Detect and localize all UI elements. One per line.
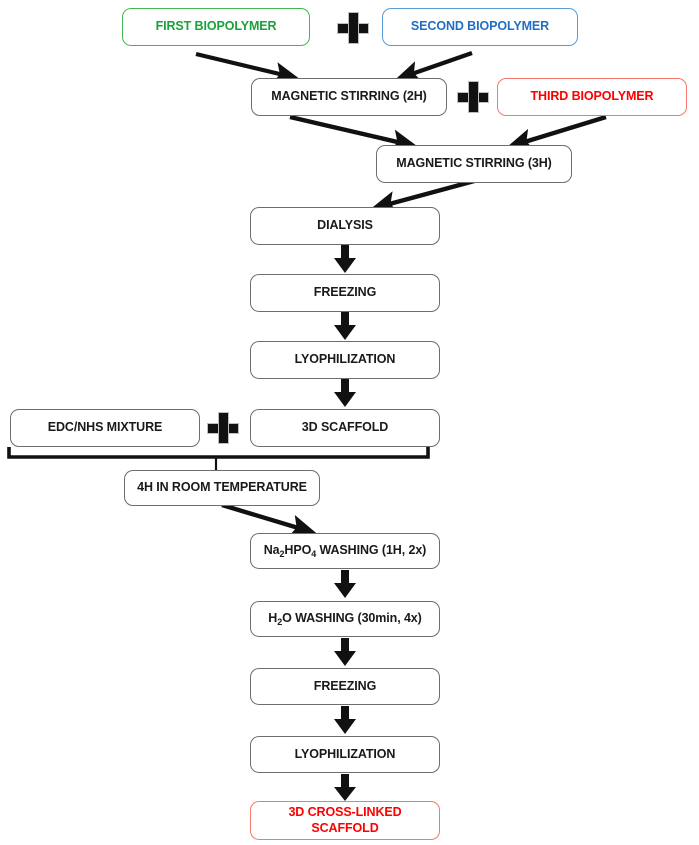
node-dialysis[interactable]: DIALYSIS xyxy=(250,207,440,245)
node-label: 4H IN ROOM TEMPERATURE xyxy=(137,480,307,495)
arrow-roomtemp-to-na2hpo4 xyxy=(221,502,317,537)
node-label: LYOPHILIZATION xyxy=(294,352,396,367)
node-label: Na2HPO4 WASHING (1H, 2x) xyxy=(263,543,427,560)
node-na2hpo4-washing[interactable]: Na2HPO4 WASHING (1H, 2x) xyxy=(250,533,440,569)
bracket-edcnhs-scaffold xyxy=(7,447,430,470)
node-lyophilization-2[interactable]: LYOPHILIZATION xyxy=(250,736,440,773)
node-first-biopolymer[interactable]: FIRST BIOPOLYMER xyxy=(122,8,310,46)
arrow-third-to-stirring3h xyxy=(506,114,607,151)
arrow-stirring3h-to-dialysis xyxy=(370,177,479,214)
arrow-second-to-stirring2h xyxy=(394,51,473,82)
arrow-freezing2-to-lyophilization2 xyxy=(334,706,356,734)
node-edc-nhs-mixture[interactable]: EDC/NHS MIXTURE xyxy=(10,409,200,447)
node-label: LYOPHILIZATION xyxy=(294,746,396,761)
node-label: MAGNETIC STIRRING (3H) xyxy=(396,156,552,171)
node-label: FREEZING xyxy=(313,678,377,693)
node-label: DIALYSIS xyxy=(317,218,373,233)
arrow-h2o-to-freezing xyxy=(334,638,356,666)
arrow-stirring2h-to-stirring3h xyxy=(289,114,418,152)
plus-sign-top xyxy=(337,12,369,44)
node-freezing-1[interactable]: FREEZING xyxy=(250,274,440,312)
node-second-biopolymer[interactable]: SECOND BIOPOLYMER xyxy=(382,8,578,46)
node-label: FREEZING xyxy=(313,285,377,300)
node-label: FIRST BIOPOLYMER xyxy=(155,19,277,34)
node-3d-crosslinked-scaffold[interactable]: 3D CROSS-LINKED SCAFFOLD xyxy=(250,801,440,840)
node-label: EDC/NHS MIXTURE xyxy=(47,420,163,435)
arrow-freezing-to-lyophilization xyxy=(334,312,356,340)
node-label: SECOND BIOPOLYMER xyxy=(410,19,550,34)
node-third-biopolymer[interactable]: THIRD BIOPOLYMER xyxy=(497,78,687,116)
plus-sign-lower xyxy=(207,412,239,444)
node-h2o-washing[interactable]: H2O WASHING (30min, 4x) xyxy=(250,601,440,637)
arrow-lyophilization2-to-crosslinked xyxy=(334,774,356,801)
node-label: 3D CROSS-LINKED SCAFFOLD xyxy=(288,804,402,835)
node-magnetic-stirring-3h[interactable]: MAGNETIC STIRRING (3H) xyxy=(376,145,572,183)
arrow-lyophilization-to-scaffold xyxy=(334,379,356,407)
node-label: H2O WASHING (30min, 4x) xyxy=(268,611,422,628)
node-lyophilization-1[interactable]: LYOPHILIZATION xyxy=(250,341,440,379)
arrow-dialysis-to-freezing xyxy=(334,245,356,273)
node-4h-room-temperature[interactable]: 4H IN ROOM TEMPERATURE xyxy=(124,470,320,506)
node-label: 3D SCAFFOLD xyxy=(301,420,389,435)
plus-sign-middle xyxy=(457,81,489,113)
node-label: THIRD BIOPOLYMER xyxy=(530,89,654,104)
node-label: MAGNETIC STIRRING (2H) xyxy=(271,89,427,104)
node-3d-scaffold[interactable]: 3D SCAFFOLD xyxy=(250,409,440,447)
node-freezing-2[interactable]: FREEZING xyxy=(250,668,440,705)
arrow-first-to-stirring2h xyxy=(195,51,300,84)
node-magnetic-stirring-2h[interactable]: MAGNETIC STIRRING (2H) xyxy=(251,78,447,116)
arrow-na2hpo4-to-h2o xyxy=(334,570,356,598)
